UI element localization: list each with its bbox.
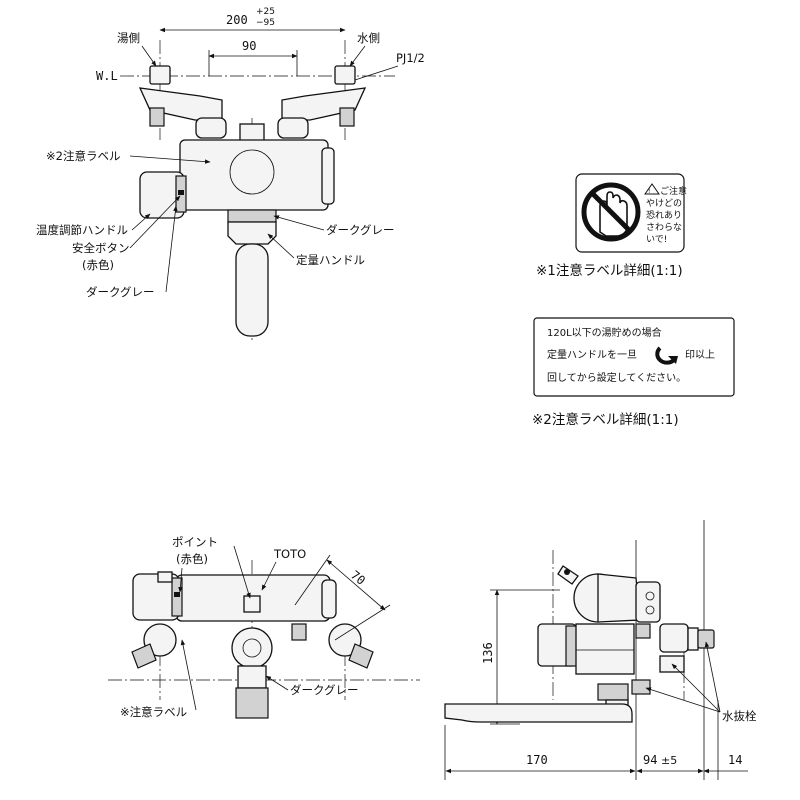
pipe-thread-label: PJ1/2 (396, 51, 425, 65)
top-view: 200 +25 −95 90 湯側 水側 W.L PJ1/2 (36, 7, 425, 340)
mixing-valve-body (179, 139, 329, 211)
point-label: ポイント (172, 535, 218, 549)
label-1-line-1: ご注意 (660, 185, 687, 197)
drain-plug-label: 水抜栓 (722, 709, 757, 723)
label-1-line-5: いで! (646, 235, 667, 245)
dark-gray-band (227, 209, 277, 223)
wl-label: W.L (96, 69, 118, 83)
side-spout (444, 703, 633, 723)
dim-170-text: 170 (526, 753, 548, 767)
dark-gray-label-1: ダークグレー (86, 285, 155, 299)
hot-union-nut (195, 117, 227, 139)
front-spout-nozzle (235, 687, 269, 719)
label-1-line-2: やけどの (646, 198, 682, 209)
dim-70-line (326, 559, 386, 611)
cold-inlet-nut (334, 65, 356, 85)
red-color-label: (赤色) (82, 258, 114, 272)
label-2-line-1: 120L以下の湯貯めの場合 (547, 326, 662, 339)
dim-200-tol-minus: −95 (256, 18, 275, 28)
dim-70-text: 70 (348, 568, 368, 588)
dark-gray-label-2: ダークグレー (326, 223, 395, 237)
label-2-line-2a: 定量ハンドルを一旦 (547, 348, 637, 361)
temp-handle-label: 温度調節ハンドル (36, 223, 128, 237)
cold-union-nut (277, 117, 309, 139)
front-dark-gray-label: ダークグレー (290, 683, 359, 697)
rotate-arrow-icon (655, 346, 678, 365)
fixed-volume-handle (235, 243, 269, 337)
no-touch-hand-icon (581, 182, 641, 242)
hot-side-label: 湯側 (117, 31, 140, 45)
warning-triangle-icon (644, 183, 660, 195)
caution-label-2-detail: 120L以下の湯貯めの場合 定量ハンドルを一旦 印以上 回してから設定してくださ… (532, 317, 735, 428)
safety-button-label: 安全ボタン (72, 241, 130, 255)
dim-200-text: 200 (226, 13, 248, 27)
caution-label-2-tag: ※2注意ラベル (46, 149, 120, 163)
cold-side-label: 水側 (357, 31, 380, 45)
toto-label: TOTO (273, 547, 306, 561)
front-outlet-knob (231, 627, 273, 669)
side-view: 136 170 94 ±5 14 (444, 520, 757, 780)
label-2-caption: ※2注意ラベル詳細(1:1) (532, 411, 679, 428)
front-view: 70 ポイント (赤色) TOTO ※注意ラベル ダークグレー (108, 535, 420, 719)
dim-200-tol-plus: +25 (256, 7, 275, 17)
dim-94-tol: ±5 (661, 754, 677, 767)
side-union (659, 623, 689, 653)
label-2-line-2b: 印以上 (685, 349, 715, 361)
fixed-volume-handle-label: 定量ハンドル (296, 253, 365, 267)
caution-label-1-detail: ! ご注意 やけどの 恐れあり さわらな いで! ※1注意ラベル詳細(1:1) (536, 173, 687, 279)
label-1-caption: ※1注意ラベル詳細(1:1) (536, 262, 683, 279)
dim-136-text: 136 (481, 642, 495, 664)
dim-14-text: 14 (728, 753, 742, 767)
label-1-line-3: 恐れあり (646, 210, 682, 221)
front-red-color-label: (赤色) (176, 552, 208, 566)
label-2-line-3: 回してから設定してください。 (547, 371, 686, 384)
front-caution-label: ※注意ラベル (120, 705, 187, 719)
dim-90-text: 90 (242, 39, 256, 53)
label-2-frame (533, 317, 735, 397)
hot-inlet-nut (149, 65, 171, 85)
svg-text:!: ! (648, 188, 650, 195)
dim-94-text: 94 (643, 753, 657, 767)
label-1-line-4: さわらな (646, 222, 682, 233)
safety-button (178, 190, 184, 195)
